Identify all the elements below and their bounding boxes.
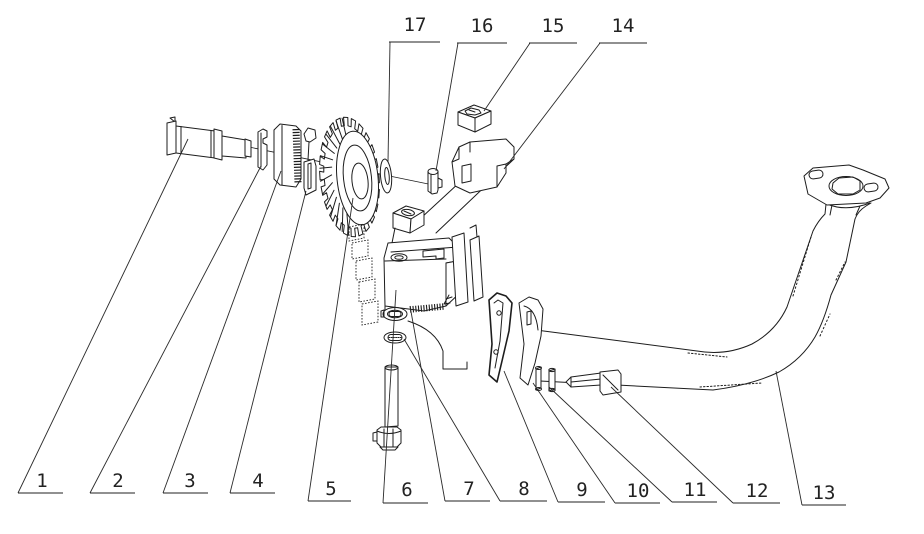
callout-number-3: 3 bbox=[184, 470, 195, 492]
flange-bolt-hole-right bbox=[863, 182, 879, 193]
callout-1: 1 bbox=[18, 470, 63, 494]
callout-5: 5 bbox=[308, 478, 351, 502]
flange-center-hole bbox=[828, 176, 864, 196]
callout-2: 2 bbox=[90, 470, 135, 494]
leader-line-12 bbox=[610, 386, 734, 504]
callout-7: 7 bbox=[445, 478, 490, 502]
callout-16: 16 bbox=[457, 15, 507, 44]
gear-tooth-hatching bbox=[319, 117, 350, 236]
callout-number-8: 8 bbox=[518, 478, 529, 500]
callout-number-10: 10 bbox=[627, 480, 650, 502]
leader-line-1 bbox=[17, 138, 189, 494]
callout-number-12: 12 bbox=[746, 480, 769, 502]
callout-9: 9 bbox=[558, 479, 605, 503]
leader-line-17 bbox=[387, 41, 391, 163]
callout-labels-bottom: 1 2 3 4 5 6 7 8 bbox=[18, 470, 846, 506]
part-16-bushing bbox=[427, 168, 443, 195]
callout-number-2: 2 bbox=[112, 470, 123, 492]
callout-number-5: 5 bbox=[325, 478, 336, 500]
callout-labels-top: 17 16 15 14 bbox=[389, 14, 647, 44]
part-1-cylinder bbox=[166, 116, 252, 161]
callout-3: 3 bbox=[163, 470, 208, 494]
callout-8: 8 bbox=[500, 478, 547, 502]
callout-14: 14 bbox=[599, 15, 647, 44]
callout-number-4: 4 bbox=[252, 470, 263, 492]
part-2-washer bbox=[257, 128, 268, 171]
callout-number-9: 9 bbox=[576, 479, 587, 501]
leader-line-16 bbox=[435, 42, 459, 172]
leader-line-8 bbox=[403, 338, 501, 502]
leader-line-14 bbox=[503, 42, 601, 170]
callout-number-1: 1 bbox=[36, 470, 47, 492]
leader-line-7 bbox=[409, 305, 446, 502]
leader-line-6 bbox=[382, 289, 397, 504]
part-15-block bbox=[457, 104, 492, 133]
callout-number-17: 17 bbox=[404, 14, 427, 36]
callout-11: 11 bbox=[672, 479, 717, 503]
part-3-plate bbox=[273, 123, 302, 188]
part-13-pipe bbox=[535, 164, 890, 391]
leader-line-2 bbox=[89, 165, 262, 494]
leader-lines bbox=[17, 41, 803, 506]
part-12-bolt bbox=[565, 369, 622, 396]
callout-number-7: 7 bbox=[463, 478, 474, 500]
part-9-plate bbox=[488, 292, 513, 383]
pump-housing bbox=[348, 205, 484, 370]
callout-10: 10 bbox=[615, 480, 660, 504]
callout-15: 15 bbox=[529, 15, 577, 44]
callout-number-11: 11 bbox=[684, 479, 707, 501]
callout-13: 13 bbox=[802, 482, 846, 506]
callout-12: 12 bbox=[733, 480, 780, 504]
leader-line-15 bbox=[483, 42, 531, 112]
callout-number-6: 6 bbox=[401, 479, 412, 501]
part-11-washers bbox=[535, 366, 556, 393]
part-10-bracket-plate bbox=[518, 296, 544, 386]
callout-6: 6 bbox=[383, 479, 428, 504]
part-5-gear bbox=[319, 116, 380, 238]
leader-line-10 bbox=[532, 382, 616, 504]
leader-line-5 bbox=[307, 197, 354, 502]
leader-line-9 bbox=[503, 370, 559, 503]
callout-4: 4 bbox=[230, 470, 275, 494]
leader-line-13 bbox=[775, 370, 803, 506]
callout-number-13: 13 bbox=[813, 482, 836, 504]
pipe-flange bbox=[803, 164, 890, 206]
callout-number-16: 16 bbox=[471, 15, 494, 37]
leader-line-4 bbox=[229, 190, 307, 494]
callout-number-15: 15 bbox=[542, 15, 565, 37]
callout-17: 17 bbox=[389, 14, 440, 43]
leader-line-3 bbox=[162, 170, 282, 494]
part-4-clip bbox=[303, 127, 317, 196]
leader-line-11 bbox=[548, 386, 673, 503]
flange-bolt-hole-left bbox=[808, 169, 824, 180]
part-17-seal-washer bbox=[379, 158, 393, 194]
part-8-gland-washer-lower bbox=[383, 331, 407, 344]
callout-number-14: 14 bbox=[612, 15, 635, 37]
